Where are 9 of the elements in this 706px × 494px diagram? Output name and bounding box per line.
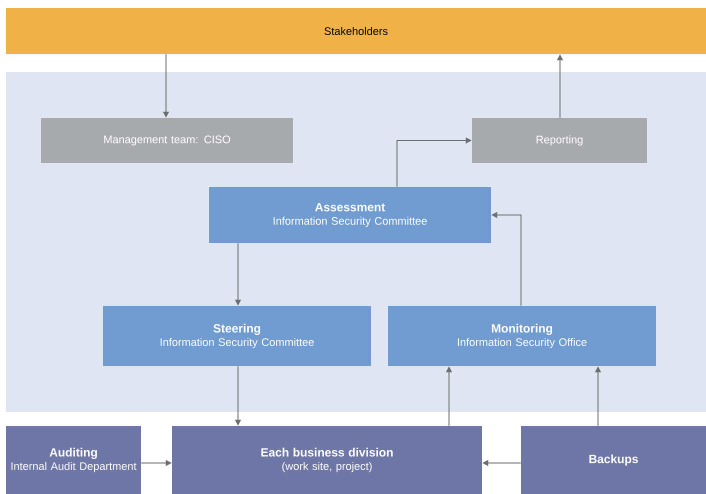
- process-box: Steering Information Security Committee: [103, 306, 371, 366]
- process-box: Reporting: [472, 118, 647, 163]
- process-box: Backups: [521, 426, 706, 494]
- process-box: Auditing Internal Audit Department: [6, 426, 141, 494]
- header-band: Stakeholders: [6, 8, 706, 54]
- process-box: Management team: CISO: [41, 118, 293, 163]
- process-box: Each business division (work site, project): [172, 426, 482, 494]
- process-box: Assessment Information Security Committee: [209, 187, 491, 243]
- process-box: Monitoring Information Security Office: [388, 306, 656, 366]
